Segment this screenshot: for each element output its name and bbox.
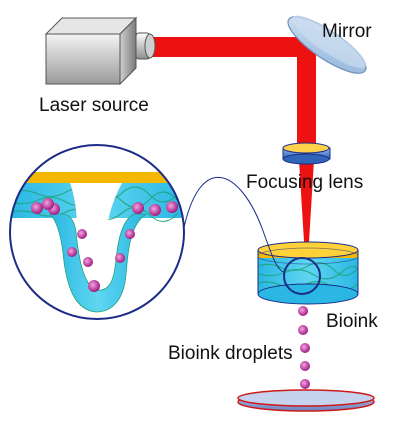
bioink-droplets-stream	[298, 306, 310, 389]
bioink-dish-icon	[257, 241, 359, 305]
bioink-label: Bioink	[326, 311, 378, 332]
laser-beam-vertical	[297, 37, 316, 145]
zoom-inset-circle	[9, 144, 185, 320]
laser-source-device-icon	[44, 16, 156, 86]
zoom-connector-line	[182, 177, 285, 273]
cell	[166, 201, 178, 213]
laser-beam-focused-cone	[299, 160, 314, 258]
cell	[83, 257, 93, 267]
focus-highlight-circle	[283, 257, 321, 295]
droplet-cell-icon	[298, 325, 308, 335]
laser-source-label: Laser source	[39, 95, 149, 116]
droplet-cell-icon	[300, 343, 310, 353]
cell	[132, 202, 144, 214]
cell	[88, 280, 100, 292]
cell	[31, 202, 43, 214]
cell	[149, 204, 161, 216]
droplet-cell-icon	[300, 361, 310, 371]
droplet-cell-icon	[300, 379, 310, 389]
zoom-cells	[31, 198, 178, 292]
cell	[42, 198, 54, 210]
focusing-lens-label: Focusing lens	[246, 172, 363, 193]
bioink-droplets-label: Bioink droplets	[168, 343, 293, 364]
mirror-icon	[287, 15, 367, 74]
droplet-cell-icon	[298, 306, 308, 316]
jet-shell	[49, 213, 148, 313]
focusing-lens-icon	[282, 142, 331, 165]
cell	[67, 247, 77, 257]
laser-beam-horizontal	[150, 37, 315, 57]
mirror-label: Mirror	[322, 21, 372, 42]
cell	[115, 253, 125, 263]
cell	[77, 229, 87, 239]
collector-plate-icon	[237, 389, 375, 412]
cell	[125, 229, 135, 239]
